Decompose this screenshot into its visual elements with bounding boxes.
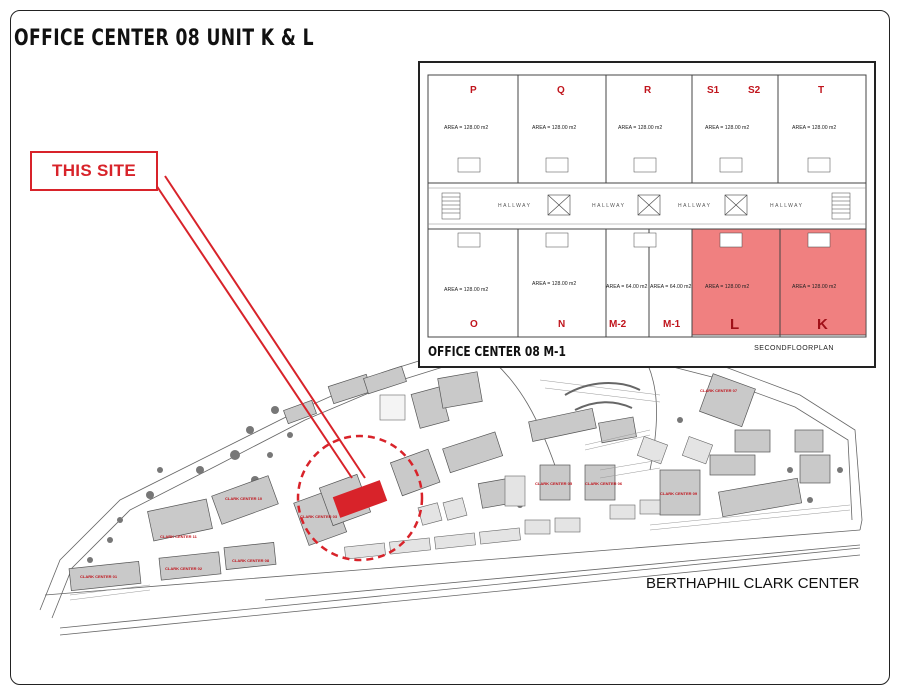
unit-letter-p: P: [470, 85, 477, 96]
arc-buildings: [564, 382, 641, 411]
inset-subtitle: SECONDFLOORPLAN: [754, 345, 834, 352]
hallway-label-1: HALLWAY: [498, 203, 531, 209]
hallway-shafts: [547, 194, 748, 216]
target-building: [332, 480, 388, 518]
unit-letter-m1: M-1: [663, 319, 681, 330]
unit-area-n: AREA = 128.00 m2: [532, 281, 576, 287]
label-clark-center-02: CLARK CENTER 02: [165, 566, 203, 571]
label-clark-center-09: CLARK CENTER 09: [660, 491, 698, 496]
buildings: [68, 365, 831, 591]
unit-area-p: AREA = 128.00 m2: [444, 125, 488, 131]
trees: [87, 406, 843, 563]
unit-area-k: AREA = 128.00 m2: [792, 284, 836, 290]
site-name-label: BERTHAPHIL CLARK CENTER: [646, 575, 860, 592]
hallway-label-2: HALLWAY: [592, 203, 625, 209]
unit-area-l: AREA = 128.00 m2: [705, 284, 749, 290]
stairs-right: [831, 192, 851, 220]
unit-letter-t: T: [818, 85, 824, 96]
inset-title: OFFICE CENTER 08 M-1: [428, 345, 566, 360]
unit-area-s: AREA = 128.00 m2: [705, 125, 749, 131]
stairs-left: [441, 192, 461, 220]
unit-letter-m2: M-2: [609, 319, 627, 330]
page-title: OFFICE CENTER 08 UNIT K & L: [14, 26, 314, 51]
label-clark-center-08: CLARK CENTER 08: [232, 558, 270, 563]
this-site-callout: THIS SITE: [30, 151, 158, 191]
hallway-label-4: HALLWAY: [770, 203, 803, 209]
unit-area-r: AREA = 128.00 m2: [618, 125, 662, 131]
callout-leader: [149, 175, 366, 479]
parking-stripes: [69, 379, 851, 601]
label-clark-center-11: CLARK CENTER 11: [160, 534, 198, 539]
unit-area-m1: AREA = 64.00 m2: [650, 284, 691, 290]
unit-letter-s1: S1: [707, 85, 720, 96]
unit-letter-o: O: [470, 319, 478, 330]
unit-area-m2: AREA = 64.00 m2: [606, 284, 647, 290]
hallway-label-3: HALLWAY: [678, 203, 711, 209]
top-row-fixtures: [457, 157, 831, 173]
bottom-row-fixtures: [457, 232, 831, 248]
label-clark-center-07: CLARK CENTER 07: [700, 388, 738, 393]
unit-letter-s2: S2: [748, 85, 761, 96]
unit-letter-k: K: [817, 316, 828, 333]
label-clark-center-01: CLARK CENTER 01: [80, 574, 118, 579]
bottom-row-walls: [517, 229, 781, 337]
label-clark-center-03: CLARK CENTER 03: [300, 514, 338, 519]
label-clark-center-06: CLARK CENTER 06: [585, 481, 623, 486]
label-clark-center-05: CLARK CENTER 05: [535, 481, 573, 486]
site-circle-marker: [296, 434, 424, 562]
unit-area-t: AREA = 128.00 m2: [792, 125, 836, 131]
unit-area-q: AREA = 128.00 m2: [532, 125, 576, 131]
building-labels: CLARK CENTER 01 CLARK CENTER 02 CLARK CE…: [80, 388, 738, 579]
unit-letter-n: N: [558, 319, 565, 330]
site-roads: [39, 334, 863, 636]
small-buildings: [344, 394, 714, 560]
floor-plan-inset: HALLWAY HALLWAY HALLWAY HALLWAY: [418, 61, 876, 368]
floor-plan-drawing: HALLWAY HALLWAY HALLWAY HALLWAY: [427, 74, 867, 338]
top-row-walls: [517, 75, 779, 183]
unit-letter-l: L: [730, 316, 739, 333]
unit-letter-r: R: [644, 85, 652, 96]
unit-area-o: AREA = 128.00 m2: [444, 287, 488, 293]
label-clark-center-10: CLARK CENTER 10: [225, 496, 263, 501]
unit-letter-q: Q: [557, 85, 565, 96]
